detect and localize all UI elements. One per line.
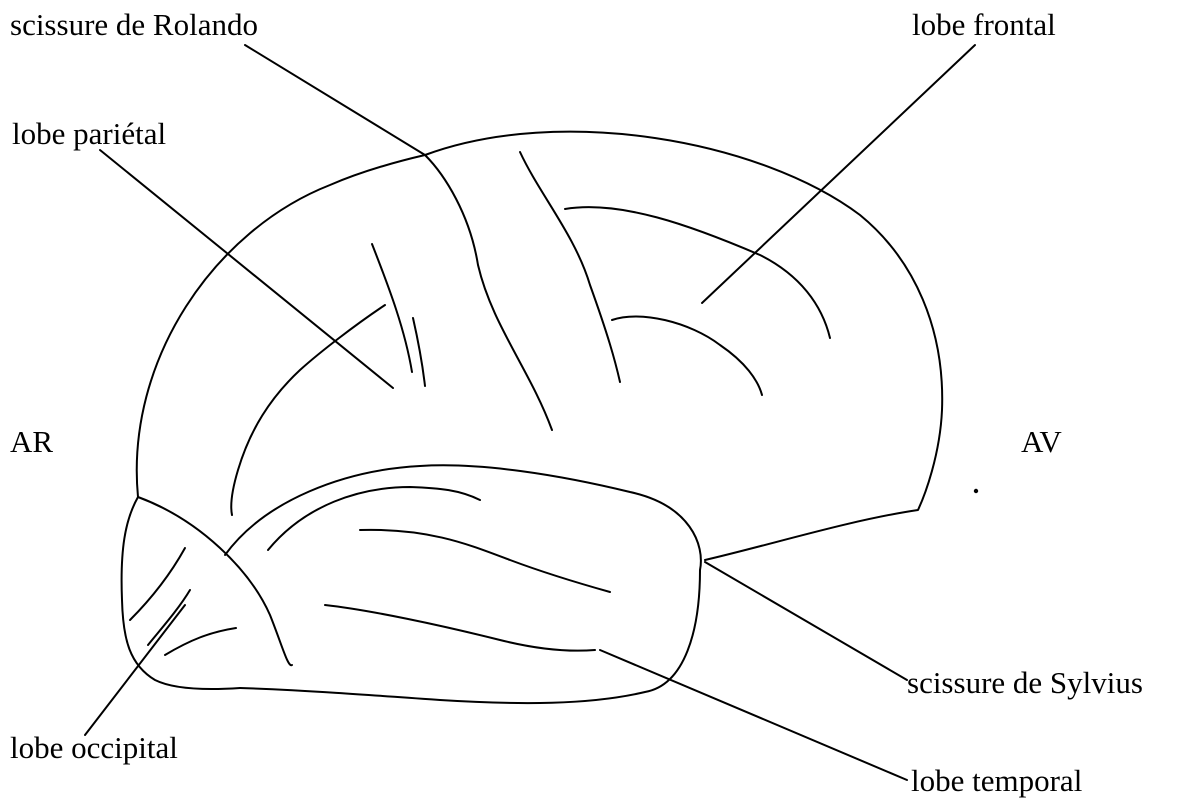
frontal-sulcus-upper [565,207,830,338]
label-parietal-lobe: lobe pariétal [12,118,166,149]
temporal-sulcus-middle [360,530,610,592]
occipital-sulcus-3 [165,628,236,655]
postcentral-sulcus [372,244,412,372]
leader-occipital [85,605,185,735]
leader-temporal [600,650,907,780]
leader-rolando [245,45,425,155]
occipital-sulcus-2 [148,590,190,645]
occipital-lobe-outline [122,497,240,689]
leader-frontal [702,45,975,303]
label-posterior: AR [10,426,53,457]
label-frontal-lobe: lobe frontal [912,9,1056,40]
hemisphere-outline [137,132,942,560]
occipital-boundary [138,497,292,665]
leader-parietal [100,150,393,388]
leader-sylvius [705,562,907,680]
label-occipital-lobe: lobe occipital [10,732,178,763]
temporal-lobe-outline [225,465,701,703]
label-temporal-lobe: lobe temporal [911,765,1082,796]
precentral-sulcus [520,152,620,382]
central-sulcus [425,155,552,430]
label-rolando-fissure: scissure de Rolando [10,9,258,40]
intraparietal-sulcus [231,305,385,515]
stray-dot [975,490,977,492]
parietal-sulcus-short [413,318,425,386]
frontal-sulcus-lower [612,316,762,395]
label-anterior: AV [1021,426,1062,457]
inferior-temporal-sulcus [325,605,595,651]
label-sylvian-fissure: scissure de Sylvius [907,667,1143,698]
